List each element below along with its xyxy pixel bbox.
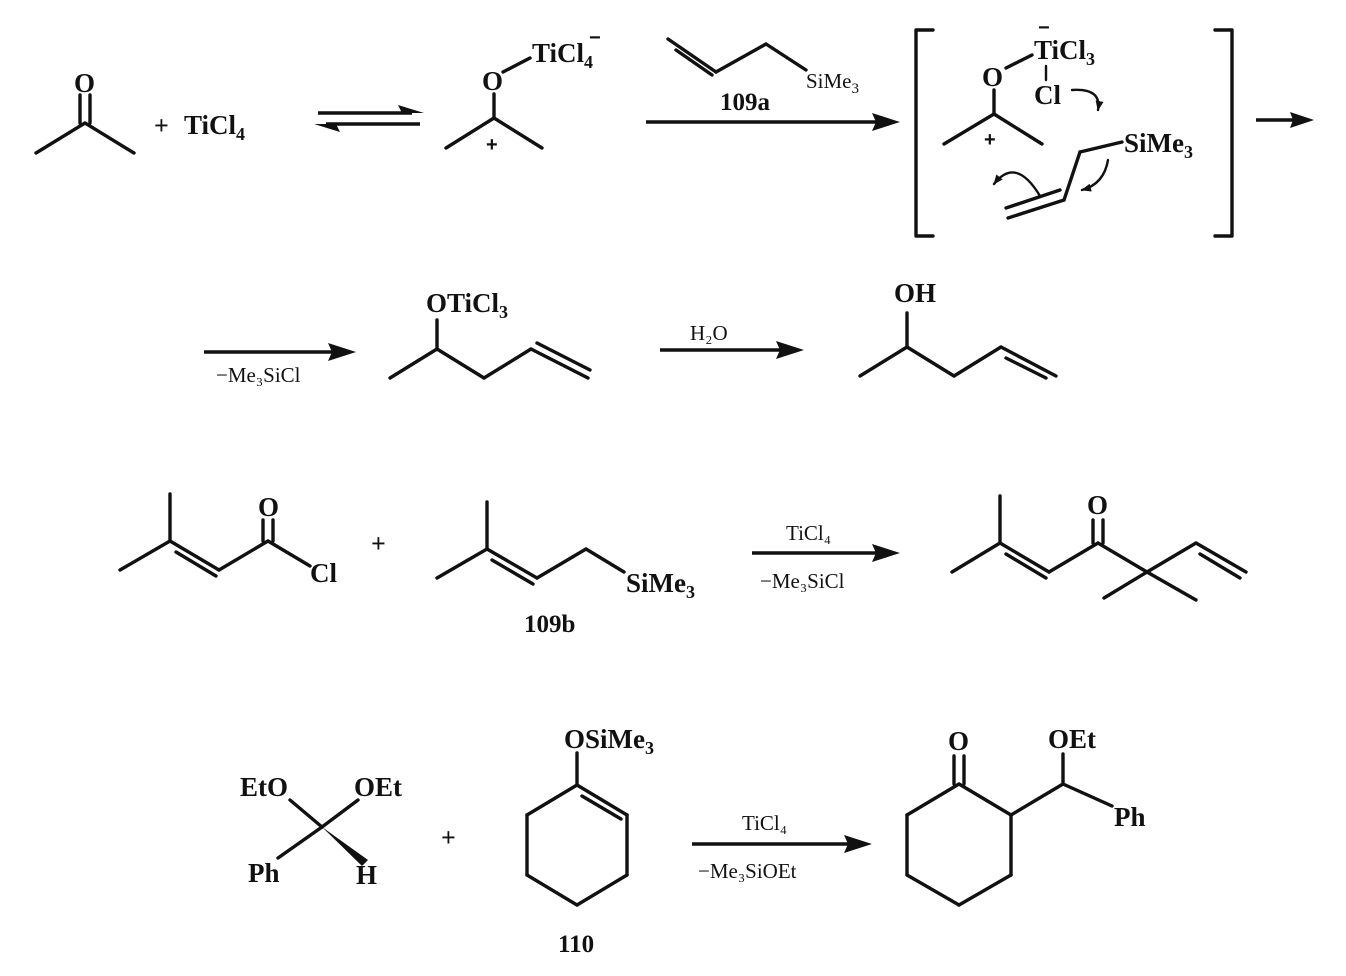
sime3-label-109a: SiMe3 <box>806 69 859 97</box>
complex-oxygen: O <box>482 66 503 96</box>
plus-sign-3: + <box>371 529 386 558</box>
reaction-arrow-1 <box>646 113 900 131</box>
transition-state-bracket: O TiCl3 − Cl + SiMe3 <box>914 17 1234 238</box>
otic3-label: OTiCl3 <box>426 288 508 322</box>
ti-complex-structure: O TiCl4 − + <box>444 27 601 156</box>
arrow-2-reagent: −Me₃SiCl <box>216 363 301 387</box>
reaction-arrow-5: TiCl₄ −Me₃SiOEt <box>692 811 872 883</box>
product-ketone-oxygen: O <box>1087 490 1108 520</box>
ts-chloride: Cl <box>1034 80 1061 110</box>
reaction-arrow-4: TiCl₄ −Me₃SiCl <box>752 521 900 593</box>
homoallyl-alcohol-structure: OH <box>858 278 1058 380</box>
acetal-phenyl: Ph <box>248 858 280 888</box>
complex-ticl4: TiCl4 <box>532 38 593 72</box>
ts-oxygen: O <box>982 62 1003 92</box>
prenylsilane-109b: SiMe3 109b <box>435 500 695 638</box>
ts-plus-charge: + <box>984 129 996 151</box>
arrow-5-reagent-above: TiCl₄ <box>742 811 787 835</box>
equilibrium-arrow <box>314 105 424 132</box>
plus-sign-1: + <box>154 111 169 140</box>
scheme-4-row: EtO OEt Ph H + OSiMe3 110 TiCl₄ −Me₃SiOE… <box>240 724 1146 958</box>
scheme-1-row: O + TiCl4 O TiCl4 − + SiMe3 <box>34 17 1314 238</box>
ts-minus-charge: − <box>1038 17 1050 39</box>
acyl-chlorine: Cl <box>310 558 337 588</box>
compound-label-109b: 109b <box>524 611 575 638</box>
reaction-arrow-3: H₂O <box>660 321 804 359</box>
dienone-product-structure: O <box>950 490 1248 602</box>
arrow-3-reagent: H₂O <box>690 321 728 345</box>
reaction-arrow-2: −Me₃SiCl <box>204 343 356 387</box>
acetone-oxygen: O <box>74 68 95 98</box>
product-phenyl: Ph <box>1114 802 1146 832</box>
scheme-3-row: O Cl + SiMe3 109b TiCl₄ −Me₃SiCl <box>118 490 1248 638</box>
allylsilane-109a: SiMe3 109a <box>666 37 859 116</box>
acetal-ethoxy-right: OEt <box>354 772 402 802</box>
acetone-structure: O <box>34 68 136 155</box>
acetal-structure: EtO OEt Ph H <box>240 772 402 890</box>
sime3-label-109b: SiMe3 <box>626 568 695 602</box>
product-ethoxy: OEt <box>1048 724 1096 754</box>
acyl-chloride-structure: O Cl <box>118 492 337 588</box>
osime3-label: OSiMe3 <box>564 724 654 758</box>
arrow-4-reagent-above: TiCl₄ <box>786 521 831 545</box>
arrow-4-reagent-below: −Me₃SiCl <box>760 569 845 593</box>
compound-label-109a: 109a <box>720 89 771 116</box>
acetal-ethoxy-left: EtO <box>240 772 288 802</box>
continuation-arrow <box>1256 112 1314 128</box>
hydroxyl-label: OH <box>894 278 936 308</box>
product-carbonyl-oxygen: O <box>948 726 969 756</box>
complex-plus-charge: + <box>486 134 498 156</box>
ticl4-reagent: TiCl4 <box>184 110 245 144</box>
plus-sign-4: + <box>441 823 456 852</box>
arrow-5-reagent-below: −Me₃SiOEt <box>698 859 797 883</box>
compound-label-110: 110 <box>558 931 594 958</box>
ts-ticl3: TiCl3 <box>1034 35 1095 69</box>
silyl-enol-ether-110: OSiMe3 110 <box>525 724 654 958</box>
complex-minus-charge: − <box>589 27 601 49</box>
acetal-hydrogen: H <box>356 860 377 890</box>
cyclohexanone-product-structure: O OEt Ph <box>905 724 1146 907</box>
titanium-alkoxide-structure: OTiCl3 <box>388 288 592 380</box>
acyl-oxygen: O <box>258 492 279 522</box>
scheme-2-row: −Me₃SiCl OTiCl3 H₂O OH <box>204 278 1058 387</box>
ts-sime3: SiMe3 <box>1124 128 1193 162</box>
